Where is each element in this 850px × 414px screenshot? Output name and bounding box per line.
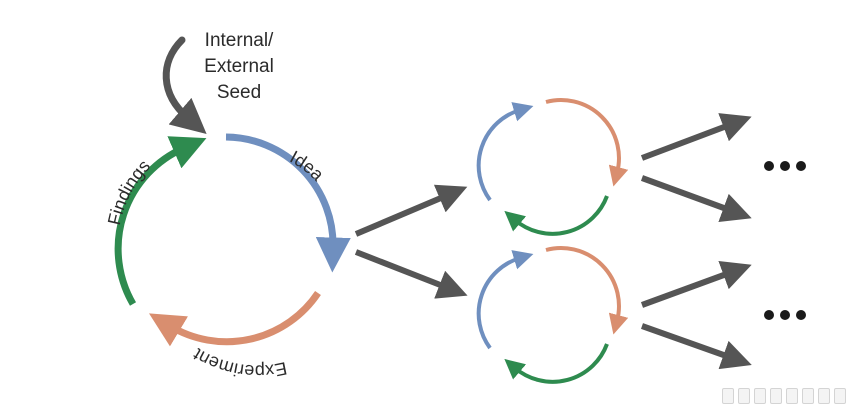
seed-label-line-3: Seed xyxy=(216,82,262,103)
upper-cycle-findings-arc xyxy=(504,195,609,236)
findings-arc xyxy=(114,136,207,306)
lower-cycle-out-arrow-2 xyxy=(640,323,752,370)
branch-arrow-upper xyxy=(354,184,468,237)
watermark-block xyxy=(722,388,734,404)
upper-cycle-out-arrow-2 xyxy=(640,175,752,222)
watermark-block xyxy=(754,388,766,404)
ellipsis-dot xyxy=(780,310,790,320)
seed-label-line-1: Internal/ xyxy=(204,30,274,51)
experiment-label: Experiment xyxy=(190,344,289,381)
seed-label: Internal/ External Seed xyxy=(184,28,294,106)
upper-cycle-idea-arc xyxy=(476,102,534,202)
lower-cycle-experiment-arc xyxy=(545,246,629,335)
watermark-block xyxy=(802,388,814,404)
ellipsis-dot xyxy=(796,161,806,171)
watermark-block xyxy=(818,388,830,404)
findings-label: Findings xyxy=(104,156,154,227)
lower-ellipsis xyxy=(764,310,806,320)
upper-cycle-experiment-arc xyxy=(545,98,629,187)
lower-cycle-out-arrow-1 xyxy=(640,261,752,308)
ellipsis-dot xyxy=(764,161,774,171)
ellipsis-dot xyxy=(764,310,774,320)
experiment-arc xyxy=(148,291,321,347)
watermark-block xyxy=(834,388,846,404)
lower-cycle-idea-arc xyxy=(476,250,534,350)
seed-arrow xyxy=(162,36,207,134)
lower-cycle-findings-arc xyxy=(504,343,609,384)
ellipsis-dot xyxy=(796,310,806,320)
seed-label-line-2: External xyxy=(204,56,274,77)
upper-cycle-out-arrow-1 xyxy=(640,113,752,161)
watermark-block xyxy=(738,388,750,404)
ellipsis-dot xyxy=(780,161,790,171)
upper-ellipsis xyxy=(764,161,806,171)
watermark-block xyxy=(786,388,798,404)
idea-arc xyxy=(225,133,351,273)
branch-arrow-lower xyxy=(354,249,468,299)
watermark-block xyxy=(770,388,782,404)
watermark xyxy=(722,388,846,404)
